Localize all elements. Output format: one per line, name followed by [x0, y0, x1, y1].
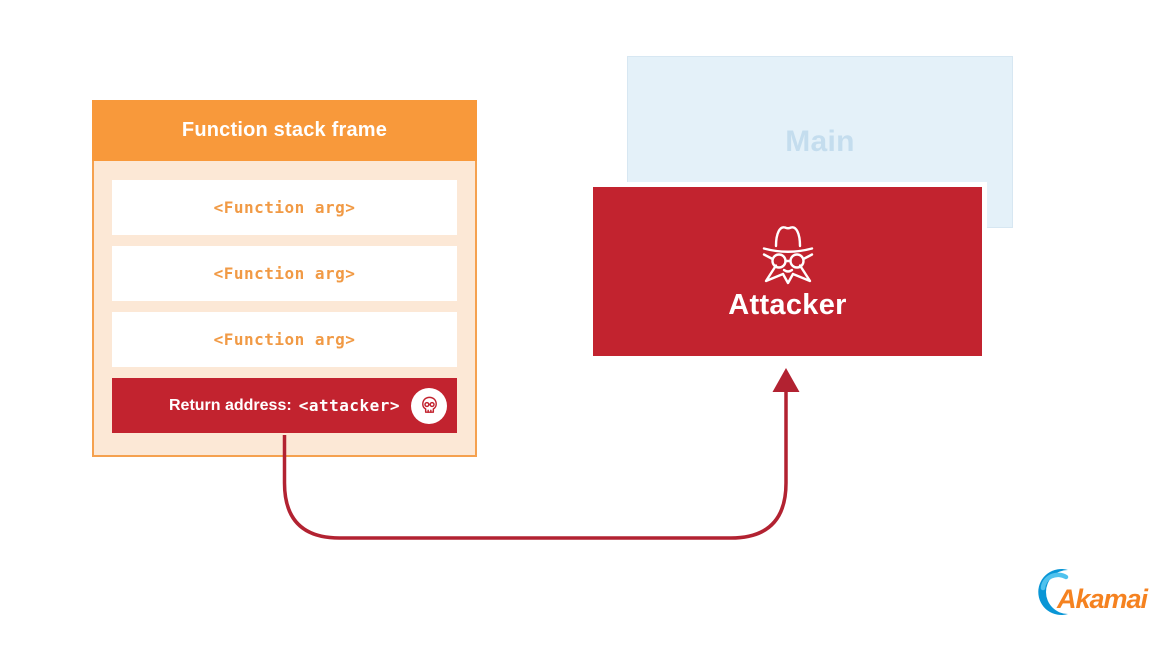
- stack-frame-body: <Function arg> <Function arg> <Function …: [94, 161, 475, 453]
- function-arg-row: <Function arg>: [112, 312, 457, 367]
- function-arg-row: <Function arg>: [112, 246, 457, 301]
- attacker-box: Attacker: [588, 182, 987, 361]
- function-arg-label: <Function arg>: [213, 198, 356, 217]
- return-address-row: Return address: <attacker>: [112, 378, 457, 433]
- return-address-value: <attacker>: [298, 396, 401, 415]
- stack-frame-header: Function stack frame: [92, 100, 477, 161]
- attacker-label: Attacker: [728, 289, 847, 321]
- skull-icon: [411, 387, 447, 424]
- akamai-swoosh-icon: [1038, 569, 1069, 615]
- stack-frame-title: Function stack frame: [181, 119, 388, 141]
- return-address-label: Return address:: [168, 396, 292, 414]
- main-label: Main: [785, 125, 855, 158]
- akamai-wordmark: Akamai: [1056, 584, 1149, 614]
- function-stack-frame-box: Function stack frame <Function arg> <Fun…: [92, 100, 477, 457]
- function-arg-row: <Function arg>: [112, 180, 457, 235]
- function-arg-label: <Function arg>: [213, 330, 356, 349]
- akamai-logo: Akamai: [1038, 569, 1150, 615]
- spy-icon: [749, 221, 827, 285]
- function-arg-label: <Function arg>: [213, 264, 356, 283]
